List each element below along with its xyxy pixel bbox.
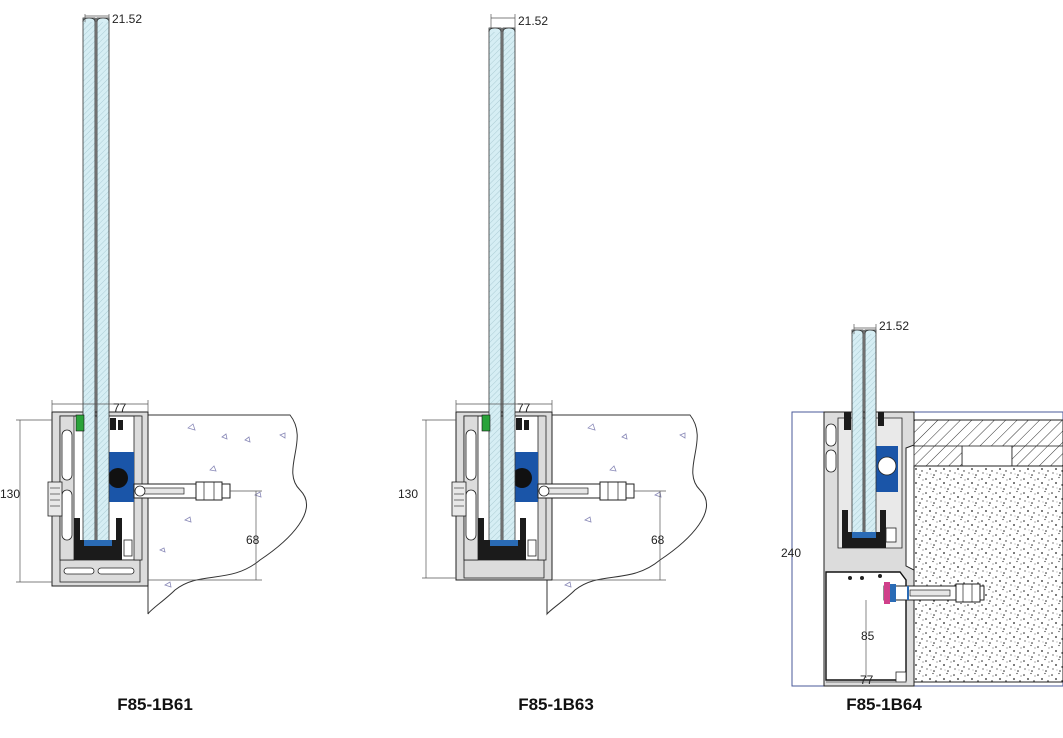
profile-height-label: 130 <box>0 487 20 501</box>
embed-depth-label: 68 <box>246 533 260 547</box>
detail-f85-1b61: 21.52 77 130 68 F85-1B61 <box>0 12 307 714</box>
laminated-glass-panel <box>851 329 877 543</box>
profile-width-label: 77 <box>113 401 127 415</box>
dimension-lines <box>16 14 262 583</box>
wedge-roller <box>108 468 128 488</box>
wedge-roller <box>512 468 532 488</box>
profile-height-label: 240 <box>781 546 801 560</box>
dimension-lines <box>422 14 666 581</box>
bottom-width-label: 77 <box>860 673 874 687</box>
anchor-bolt <box>883 582 985 604</box>
anchor-bolt <box>133 481 231 501</box>
side-cover-clip <box>47 481 63 517</box>
detail-f85-1b63: 21.52 77 130 68 F85-1B63 <box>398 14 707 714</box>
concrete-aggregate <box>564 423 686 588</box>
bolt-washer <box>884 582 890 604</box>
profile-height-label: 130 <box>398 487 418 501</box>
glass-thickness-label: 21.52 <box>112 12 142 26</box>
green-gasket <box>75 414 85 432</box>
anchor-bolt <box>537 481 635 501</box>
detail-f85-1b64: 21.52 240 85 77 F85-1B64 <box>781 319 1063 714</box>
rubber-setting-block <box>74 518 122 560</box>
anchor-height-label: 85 <box>861 629 875 643</box>
dimension-lines <box>826 324 906 683</box>
speckled-concrete <box>913 465 1063 683</box>
glass-thickness-label: 21.52 <box>879 319 909 333</box>
glass-thickness-label: 21.52 <box>518 14 548 28</box>
hatched-slab-top <box>913 419 1063 449</box>
laminated-glass-panel <box>82 17 110 547</box>
black-gasket <box>844 412 851 430</box>
concrete-slab <box>546 414 707 616</box>
dimension-frame <box>791 411 1063 687</box>
wedge-roller <box>877 456 897 476</box>
detail-caption: F85-1B64 <box>846 695 922 714</box>
detail-caption: F85-1B61 <box>117 695 193 714</box>
embed-depth-label: 68 <box>651 533 665 547</box>
detail-caption: F85-1B63 <box>518 695 594 714</box>
rubber-setting-block <box>478 518 526 560</box>
laminated-glass-panel <box>488 27 516 547</box>
rubber-setting-block <box>842 510 886 548</box>
concrete-slab <box>147 414 307 615</box>
profile-width-label: 77 <box>517 401 531 415</box>
green-gasket <box>481 414 491 432</box>
side-cover-clip <box>451 481 467 517</box>
